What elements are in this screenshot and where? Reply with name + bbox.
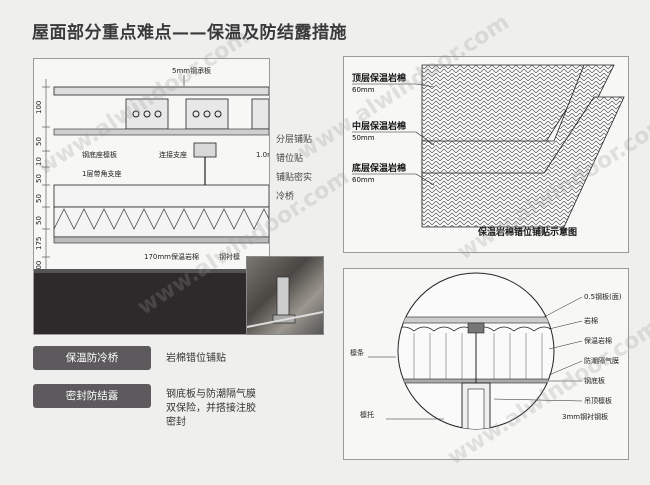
purlin-blocks [125, 98, 270, 130]
measure-badge-thermal: 保温防冷桥 [33, 346, 151, 370]
layer-name: 顶层保温岩棉 [352, 72, 406, 84]
measure-badge-condensation: 密封防结露 [33, 384, 151, 408]
conn-label: 连接支座 [159, 150, 187, 159]
side-notes: 分层铺贴 错位贴 铺贴密实 冷桥 [276, 134, 336, 204]
bracket-graphic [246, 276, 324, 328]
layers-panel: 顶层保温岩棉 60mm 中层保温岩棉 50mm 底层保温岩棉 60mm 保温岩棉… [343, 56, 629, 253]
measure-desc-condensation: 钢底板与防潮隔气膜 双保险，并搭接注胶 密封 [166, 388, 256, 430]
steel-label: 钢底座檩板 [82, 150, 117, 159]
layer-thickness: 60mm [352, 86, 375, 94]
layer-thickness: 50mm [352, 134, 375, 142]
side-note: 冷桥 [276, 192, 295, 202]
layers-drawing: 顶层保温岩棉 60mm 中层保温岩棉 50mm 底层保温岩棉 60mm 保温岩棉… [350, 64, 625, 238]
desc-line: 双保险，并搭接注胶 [166, 403, 256, 414]
side-note: 分层铺贴 [276, 135, 313, 145]
detail-contents [398, 316, 554, 429]
dim-label: 50 [35, 194, 43, 203]
detail-label: 吊顶檩板 [584, 396, 612, 405]
layers-caption: 保温岩棉错位铺贴示意图 [477, 226, 577, 238]
detail-label: 0.5钢板(面) [584, 292, 622, 301]
layer-bottom [421, 96, 625, 228]
rail-label: 钢衬檩 [219, 252, 240, 261]
desc-line: 密封 [166, 417, 186, 428]
side-note: 铺贴密实 [276, 173, 313, 183]
mm-label: 1.0mm [256, 151, 269, 159]
desc-line: 钢底板与防潮隔气膜 [166, 389, 256, 400]
dim-label: 50 [35, 137, 43, 146]
detail-drawing: 0.5钢板(面) 岩棉 保温岩棉 防潮隔气膜 钢底板 吊顶檩板 檩条 檩托 3m… [350, 272, 622, 430]
dim-label: 100 [35, 261, 43, 274]
detail-label: 防潮隔气膜 [584, 356, 619, 365]
detail-label-bottom-right: 3mm钢衬钢板 [562, 412, 608, 421]
layer-thickness: 60mm [352, 176, 375, 184]
roof-section-panel: 100 50 10 50 50 50 175 100 5mm钢承板 钢底座檩板 [33, 58, 281, 335]
layer-name: 底层保温岩棉 [352, 162, 406, 174]
detail-label-left: 檩条 [350, 348, 364, 357]
bottom-label: 170mm保温岩棉 [144, 252, 199, 261]
page-title: 屋面部分重点难点——保温及防结露措施 [32, 23, 347, 43]
insulation-layers [53, 184, 270, 244]
top-sheet-label: 5mm钢承板 [172, 66, 211, 75]
layer-name: 中层保温岩棉 [352, 120, 406, 132]
dim-label: 50 [35, 174, 43, 183]
leader-lines [368, 296, 583, 420]
detail-label: 钢底板 [584, 376, 605, 385]
detail-label-bottom-left: 檩托 [360, 410, 374, 419]
detail-label: 保温岩棉 [584, 336, 612, 345]
dim-label: 175 [35, 237, 43, 250]
dimension-ticks [42, 86, 50, 258]
measure-desc-thermal: 岩棉错位铺贴 [166, 353, 226, 364]
detail-panel: 0.5钢板(面) 岩棉 保温岩棉 防潮隔气膜 钢底板 吊顶檩板 檩条 檩托 3m… [343, 268, 629, 460]
seam-label: 1层带角支座 [82, 169, 121, 178]
dim-label: 10 [35, 157, 43, 166]
dim-label: 100 [35, 101, 43, 114]
detail-label: 岩棉 [584, 316, 598, 325]
side-note: 错位贴 [276, 154, 304, 164]
roof-section-drawing: 100 50 10 50 50 50 175 100 5mm钢承板 钢底座檩板 [34, 66, 281, 334]
dim-label: 50 [35, 216, 43, 225]
site-photo [246, 256, 324, 335]
